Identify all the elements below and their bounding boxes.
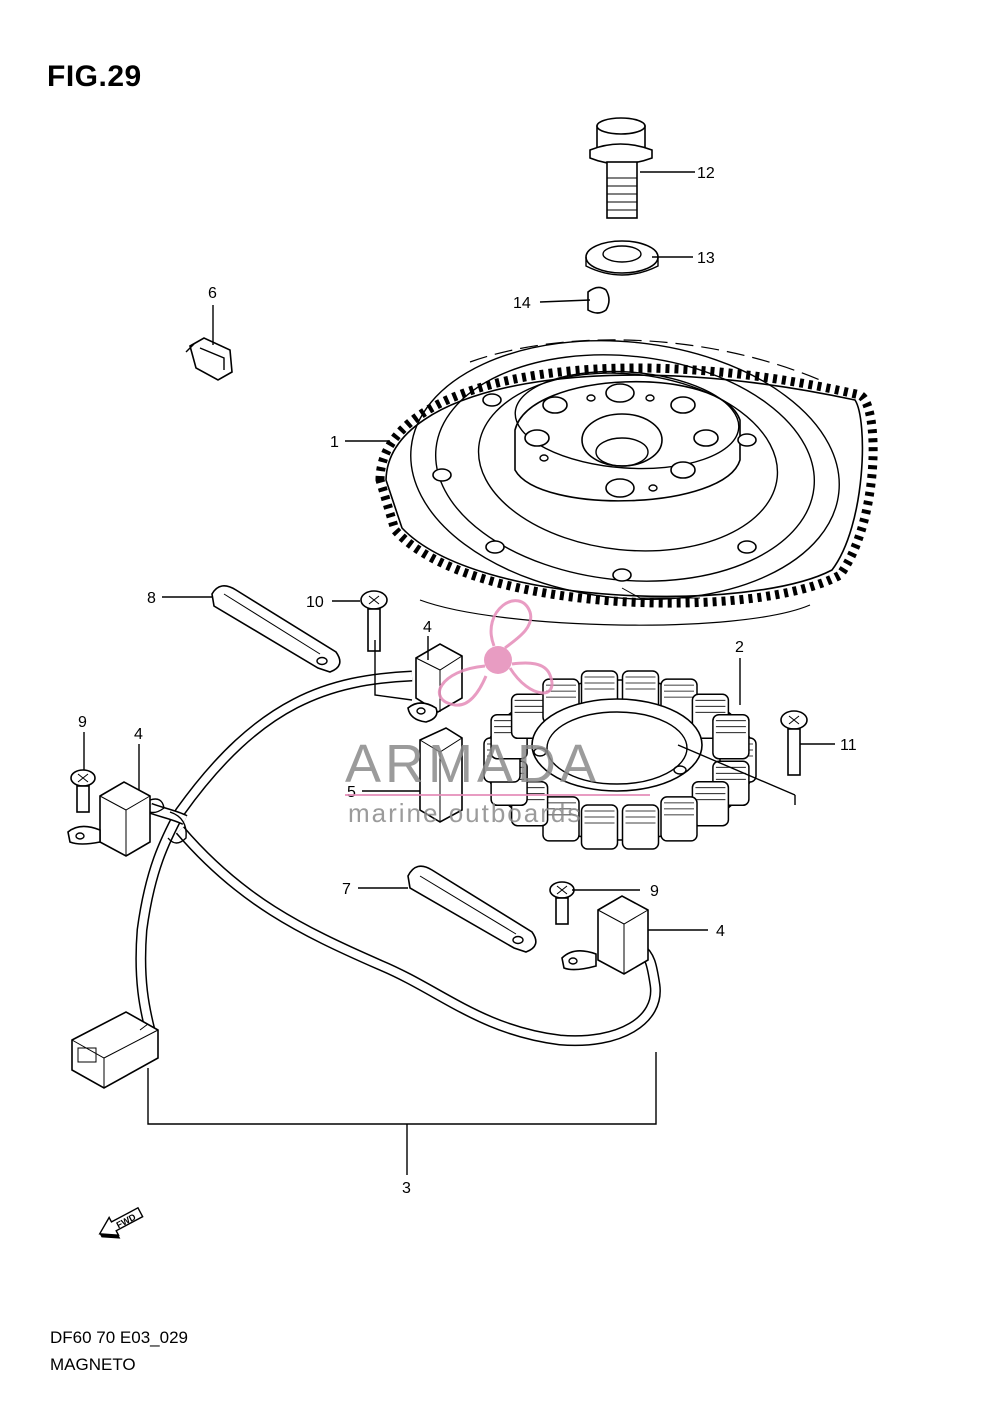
callout-10: 10: [306, 594, 324, 611]
figure-code: DF60 70 E03_029: [50, 1328, 188, 1347]
retainer-plate-7-part: [407, 865, 537, 953]
woodruff-key-part: [587, 286, 610, 314]
washer-part: [585, 240, 659, 276]
watermark-brand: ARMADA: [345, 734, 600, 794]
callout-3: 3: [402, 1180, 411, 1197]
callout-4a: 4: [423, 619, 432, 636]
callout-13: 13: [697, 250, 715, 267]
screw-9b-part: [549, 881, 575, 925]
connector-part: [71, 1011, 159, 1089]
pulser-coil-4c-part: [561, 895, 649, 975]
wire-harness-part: [135, 640, 661, 1047]
flywheel-bolt-part: [589, 117, 653, 219]
callout-8: 8: [147, 590, 156, 607]
callout-6: 6: [208, 285, 217, 302]
leader-lines: [83, 171, 835, 1175]
callout-12: 12: [697, 165, 715, 182]
stator-coil: [712, 713, 750, 760]
callout-2: 2: [735, 639, 744, 656]
stator-coil: [691, 780, 730, 827]
propeller-logo-icon: [437, 599, 554, 707]
callout-7: 7: [342, 881, 351, 898]
callout-14: 14: [513, 295, 531, 312]
pulser-coil-4a-part: [407, 643, 463, 723]
callout-4c: 4: [716, 923, 725, 940]
callout-11: 11: [840, 737, 857, 754]
stator-part: [483, 670, 757, 850]
pulser-coil-4b-part: [67, 781, 165, 857]
watermark: ARMADA marine outboards: [345, 599, 650, 828]
clamp-part: [185, 337, 233, 381]
screw-9a-part: [70, 769, 96, 813]
stator-coil: [580, 804, 619, 850]
sensor-5-part: [419, 727, 463, 823]
figure-title: FIG.29: [47, 60, 142, 93]
watermark-tagline: marine outboards: [348, 798, 582, 828]
callout-4b: 4: [134, 726, 143, 743]
callout-labels: 12 13 14 6 1 2 11 8 10 4 9 4 5 7 9 4 3: [78, 165, 857, 1197]
flywheel-part: [375, 339, 878, 626]
screw-11-part: [780, 710, 808, 776]
stator-coil: [660, 796, 698, 842]
retainer-plate-8-part: [211, 585, 341, 673]
callout-9a: 9: [78, 714, 87, 731]
callout-9b: 9: [650, 883, 659, 900]
forward-arrow-icon: FWD: [98, 1206, 144, 1239]
callout-1: 1: [330, 434, 339, 451]
callout-5: 5: [347, 784, 356, 801]
figure-name: MAGNETO: [50, 1355, 136, 1374]
screw-10-part: [360, 590, 388, 652]
stator-coil: [621, 804, 660, 850]
